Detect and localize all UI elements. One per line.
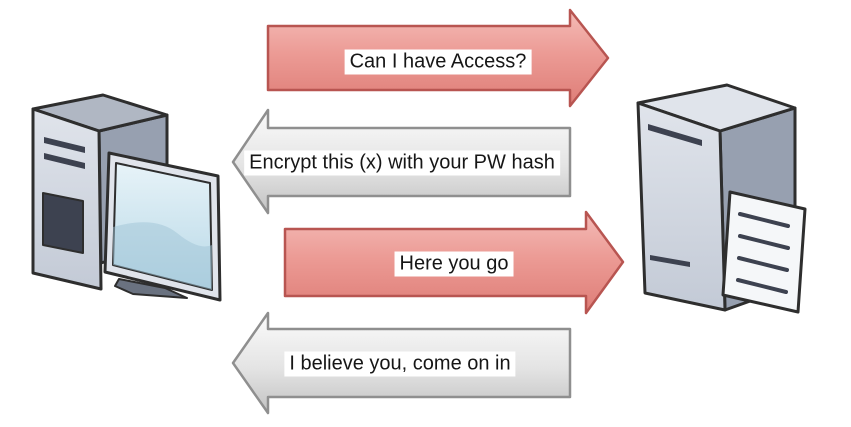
document-page bbox=[721, 190, 807, 314]
monitor-stand bbox=[114, 278, 188, 299]
monitor-screen-reflection bbox=[113, 222, 212, 290]
server-power-slot bbox=[650, 255, 690, 267]
monitor-icon bbox=[103, 151, 222, 302]
client-vent-slot bbox=[44, 153, 85, 169]
server-vent-slot bbox=[648, 124, 702, 146]
file-server-icon bbox=[636, 83, 807, 314]
client-drive-bay bbox=[42, 192, 84, 254]
message-label-4: I believe you, come on in bbox=[284, 351, 516, 377]
document-text-lines bbox=[736, 212, 790, 294]
client-computer-icon bbox=[31, 93, 222, 302]
message-label-3: Here you go bbox=[394, 251, 514, 277]
client-vent-slot bbox=[44, 137, 85, 153]
document-icon bbox=[721, 190, 807, 314]
message-label-2: Encrypt this (x) with your PW hash bbox=[244, 150, 560, 176]
message-label-1: Can I have Access? bbox=[344, 49, 532, 75]
